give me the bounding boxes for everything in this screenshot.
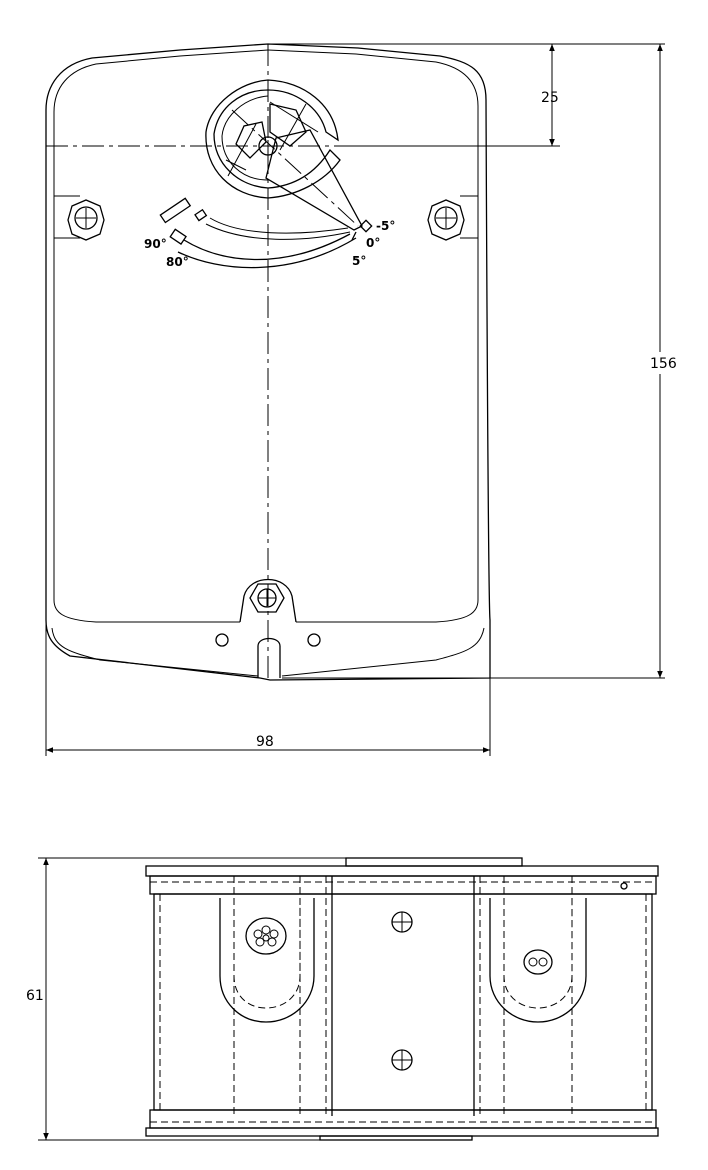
position-pointer <box>265 129 363 231</box>
housing-outline <box>45 43 491 681</box>
angle-label-neg5: -5° <box>376 219 395 233</box>
angle-label-0: 0° <box>366 236 380 250</box>
cable-port-right <box>489 898 587 1023</box>
center-screw-top <box>391 911 413 933</box>
side-screw-left <box>67 199 105 241</box>
bottom-plate <box>145 1127 659 1137</box>
center-screw-bottom <box>391 1049 413 1071</box>
dim-label-25: 25 <box>541 90 559 106</box>
shaft-center <box>258 136 278 156</box>
side-view: 61 <box>26 857 659 1141</box>
dim-label-156: 156 <box>650 356 677 372</box>
dim-label-61: 61 <box>26 988 44 1004</box>
mount-hole-left <box>215 633 229 647</box>
housing-outline-inner <box>53 49 269 197</box>
angle-label-90: 90° <box>144 237 167 251</box>
scale-arc-outer <box>183 233 351 261</box>
bottom-slot <box>257 637 281 678</box>
angle-label-5: 5° <box>352 254 366 268</box>
top-plate <box>145 865 659 877</box>
angle-label-80: 80° <box>166 255 189 269</box>
dim-label-98: 98 <box>256 734 274 750</box>
front-view: -5° 0° 5° 90° 80° 25 156 98 <box>45 43 678 756</box>
side-screw-right <box>427 199 465 241</box>
bottom-screw-hex <box>249 583 285 613</box>
mount-hole-right <box>307 633 321 647</box>
cable-port-left <box>219 898 315 1023</box>
shaft-clamp <box>205 79 363 231</box>
